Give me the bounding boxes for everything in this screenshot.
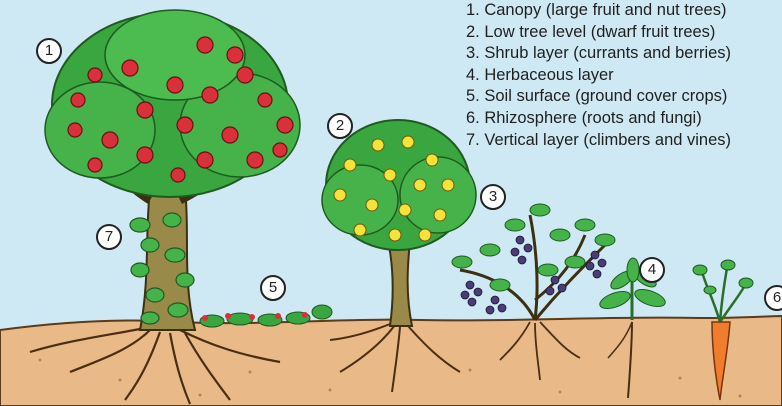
legend-item-herbaceous: 4. Herbaceous layer	[466, 65, 782, 87]
marker-5: 5	[260, 275, 286, 301]
legend-item-canopy: 1. Canopy (large fruit and nut trees)	[466, 0, 782, 22]
legend-item-low-tree: 2. Low tree level (dwarf fruit trees)	[466, 22, 782, 44]
marker-7: 7	[96, 224, 122, 250]
legend-item-shrub: 3. Shrub layer (currants and berries)	[466, 43, 782, 65]
legend-item-vertical: 7. Vertical layer (climbers and vines)	[466, 130, 782, 152]
marker-1: 1	[36, 38, 62, 64]
marker-3: 3	[480, 184, 506, 210]
layer-legend: 1. Canopy (large fruit and nut trees) 2.…	[466, 0, 782, 151]
legend-item-rhizosphere: 6. Rhizosphere (roots and fungi)	[466, 108, 782, 130]
legend-item-soil-surface: 5. Soil surface (ground cover crops)	[466, 86, 782, 108]
marker-4: 4	[639, 257, 665, 283]
marker-2: 2	[327, 113, 353, 139]
